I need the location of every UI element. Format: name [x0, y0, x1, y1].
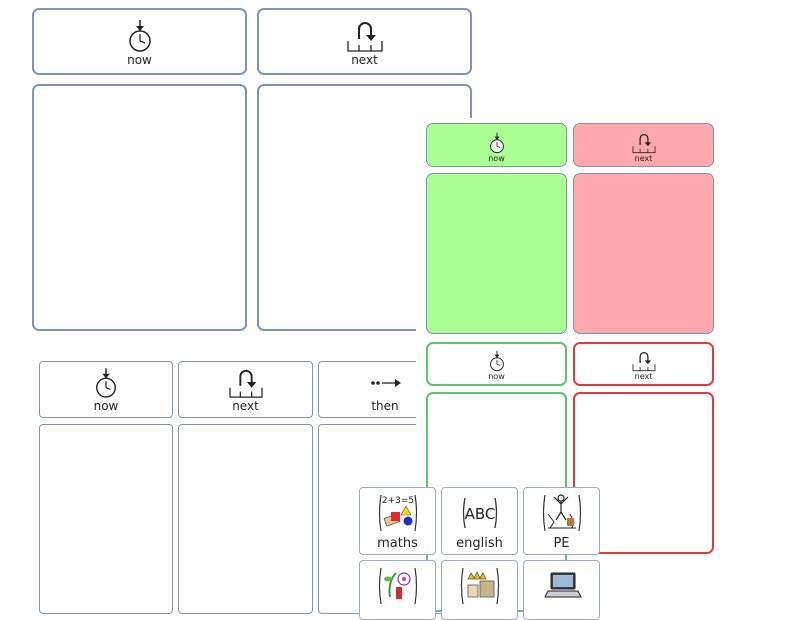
history-icon [460, 567, 499, 605]
three-next-drop-area[interactable] [178, 424, 313, 614]
subject-tile-maths[interactable]: 2+3=5 maths [359, 487, 436, 555]
colour-next-label: next [634, 154, 653, 163]
now-drop-area[interactable] [32, 84, 247, 331]
three-next-header-card[interactable]: next [178, 361, 313, 418]
next-header-card[interactable]: next [257, 8, 472, 75]
outline-next-header-card[interactable]: next [573, 342, 714, 386]
pe-icon [542, 494, 581, 532]
science-icon [378, 567, 417, 605]
subject-label-english: english [456, 536, 503, 551]
subject-tile-science[interactable] [359, 560, 436, 620]
next-arrow-icon [632, 351, 655, 372]
clock-icon [489, 350, 504, 372]
three-now-header-card[interactable]: now [39, 361, 173, 418]
three-next-label: next [232, 399, 259, 413]
three-then-label: then [371, 399, 399, 413]
subject-label-maths: maths [377, 536, 418, 551]
colour-next-header-card[interactable]: next [573, 123, 714, 167]
subject-tile-computing[interactable] [523, 560, 600, 620]
outline-now-header-card[interactable]: now [426, 342, 567, 386]
english-symbol-text: ABC [464, 505, 495, 523]
clock-icon [128, 20, 151, 52]
subject-tile-english[interactable]: ABC english [441, 487, 518, 555]
three-now-drop-area[interactable] [39, 424, 173, 614]
next-arrow-icon [346, 22, 383, 52]
colour-now-header-card[interactable]: now [426, 123, 567, 167]
maths-icon: 2+3=5 [378, 494, 417, 532]
english-icon: ABC [462, 497, 497, 529]
colour-next-drop-area[interactable] [573, 173, 714, 334]
subject-tile-pe[interactable]: PE [523, 487, 600, 555]
outline-next-label: next [634, 372, 653, 381]
subject-tile-history[interactable] [441, 560, 518, 620]
next-arrow-icon [632, 133, 655, 154]
clock-icon [96, 368, 116, 398]
clock-icon [489, 132, 504, 154]
colour-now-drop-area[interactable] [426, 173, 567, 334]
subject-label-pe: PE [553, 536, 570, 551]
now-header-card[interactable]: now [32, 8, 247, 75]
next-label: next [351, 53, 378, 67]
then-arrow-icon [371, 379, 401, 387]
computing-icon [543, 572, 582, 598]
three-now-label: now [93, 399, 119, 413]
colour-now-label: now [488, 154, 505, 163]
next-arrow-icon [228, 369, 263, 398]
outline-now-label: now [488, 372, 505, 381]
now-label: now [127, 53, 152, 67]
maths-symbol-text: 2+3=5 [381, 496, 413, 506]
